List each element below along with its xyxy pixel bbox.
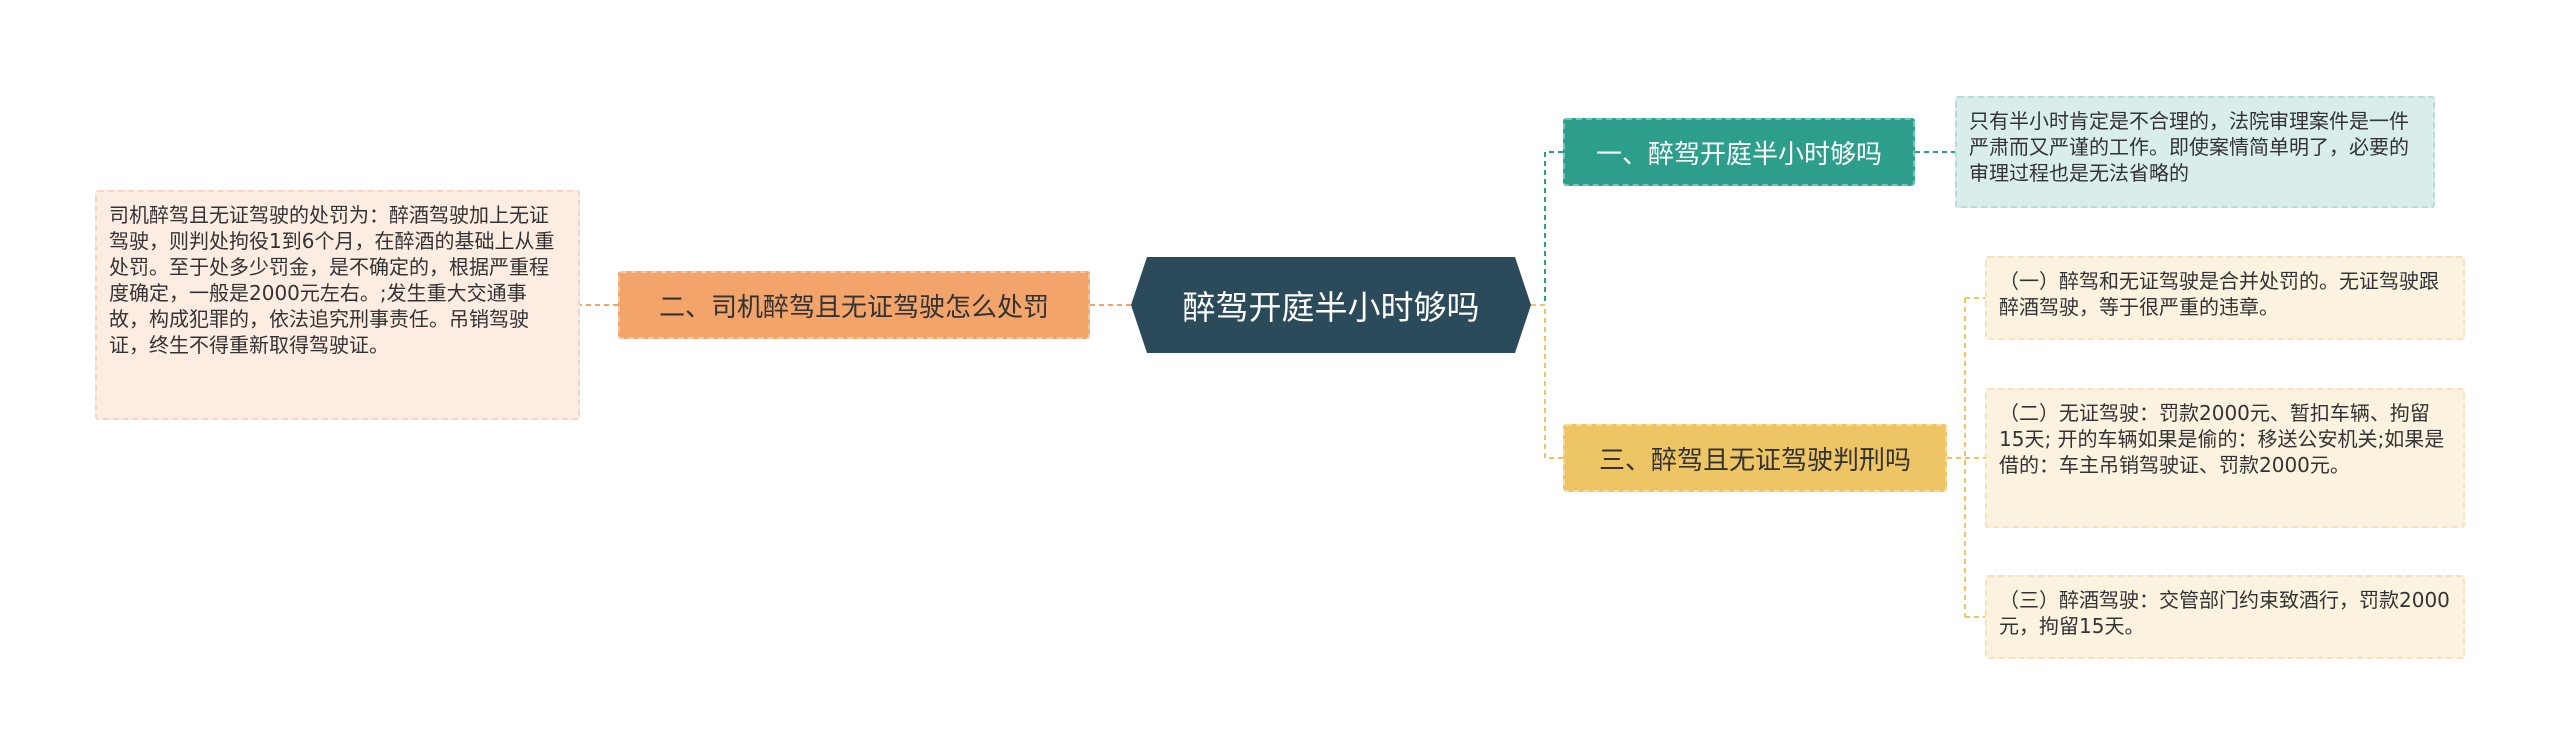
branch-3-topic[interactable]: 三、醉驾且无证驾驶判刑吗 (1563, 424, 1947, 492)
connector-root-branch3 (1531, 304, 1563, 459)
branch-1-topic[interactable]: 一、醉驾开庭半小时够吗 (1563, 118, 1915, 186)
branch-2-topic[interactable]: 二、司机醉驾且无证驾驶怎么处罚 (618, 271, 1090, 339)
branch-3-detail-2[interactable]: （二）无证驾驶：罚款2000元、暂扣车辆、拘留15天; 开的车辆如果是偷的：移送… (1985, 388, 2465, 528)
root-topic[interactable]: 醉驾开庭半小时够吗 (1131, 257, 1531, 353)
branch-1-detail[interactable]: 只有半小时肯定是不合理的，法院审理案件是一件严肃而又严谨的工作。即使案情简单明了… (1955, 96, 2435, 208)
connector-branch3-leaves (1947, 297, 1985, 618)
branch-3-detail-1[interactable]: （一）醉驾和无证驾驶是合并处罚的。无证驾驶跟醉酒驾驶，等于很严重的违章。 (1985, 256, 2465, 340)
connector-root-branch1 (1531, 151, 1563, 306)
branch-3-detail-3[interactable]: （三）醉酒驾驶：交管部门约束致酒行，罚款2000元，拘留15天。 (1985, 575, 2465, 659)
branch-2-detail[interactable]: 司机醉驾且无证驾驶的处罚为：醉酒驾驶加上无证驾驶，则判处拘役1到6个月，在醉酒的… (95, 190, 580, 420)
